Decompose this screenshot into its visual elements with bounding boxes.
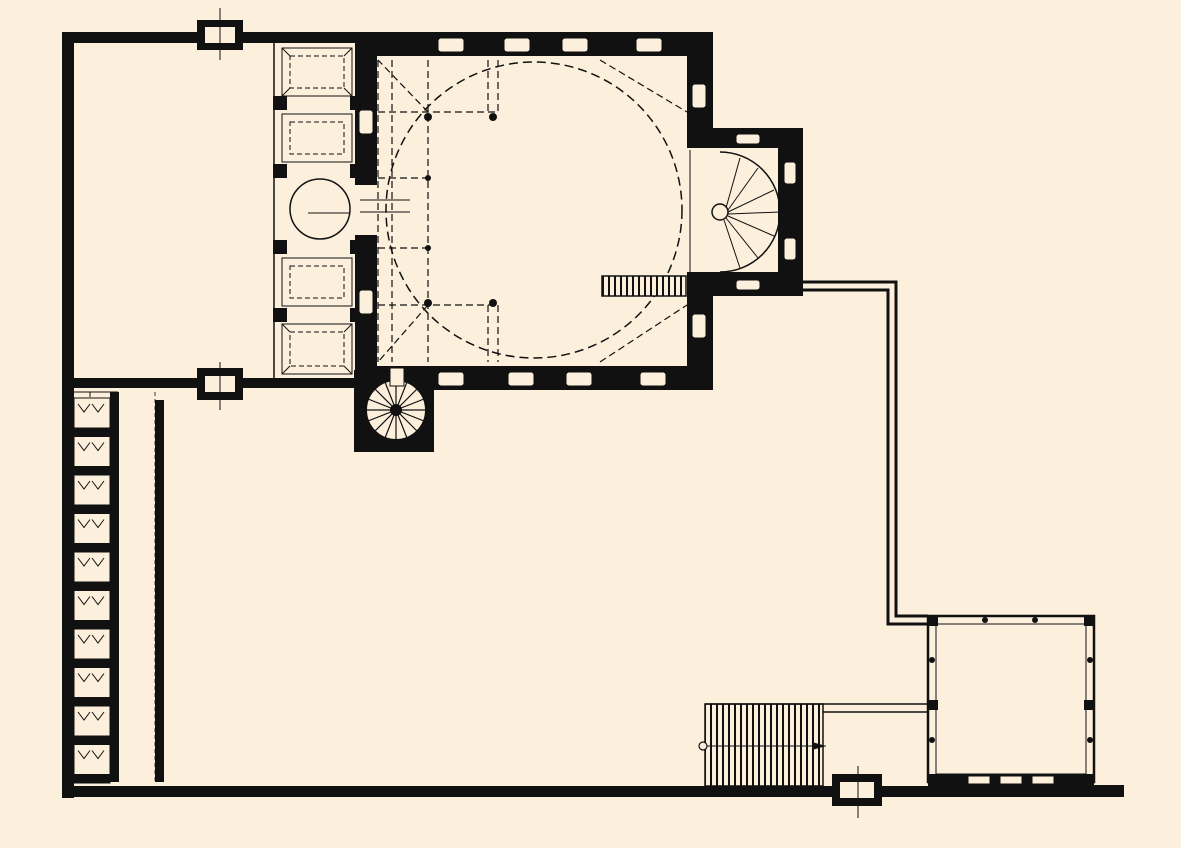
cell-divider-1 [73,427,111,437]
prayer-hall [355,32,713,390]
cell-vault-mark-9 [77,711,105,721]
east-annex [601,128,803,297]
cell-divider-5 [73,581,111,591]
cell-vault-mark-6 [77,596,105,606]
east-enclosure-wall [803,280,928,626]
cell-vault-mark-8 [77,673,105,683]
cell-vault-mark-2 [77,442,105,452]
cell-7 [73,628,111,660]
cell-9 [73,705,111,737]
cell-divider-9 [73,735,111,745]
cell-divider-3 [73,504,111,514]
cell-10 [73,744,111,775]
gate-pier-middle [197,362,243,410]
gate-pier-bottom [832,766,882,818]
south-stair [698,703,928,787]
minaret-stair [354,367,434,452]
cell-divider-7 [73,658,111,668]
cell-3 [73,474,111,506]
main-dome-outline [385,61,683,359]
cell-1 [73,397,111,429]
cell-divider-2 [73,466,111,476]
cell-2 [73,436,111,467]
cell-8 [73,667,111,698]
cell-4 [73,513,111,544]
cell-vault-mark-3 [77,480,105,490]
cell-5 [73,551,111,583]
cell-divider-8 [73,697,111,707]
cell-vault-mark-1 [77,403,105,413]
cell-vault-mark-10 [77,750,105,760]
cell-6 [73,590,111,621]
cell-divider-10 [73,774,111,784]
southeast-pavilion [926,614,1124,787]
cell-divider-6 [73,620,111,630]
gate-pier-top [197,8,243,60]
west-cell-range [73,391,164,784]
cell-vault-mark-4 [77,519,105,529]
cell-divider-4 [73,543,111,553]
cell-vault-mark-7 [77,634,105,644]
cell-vault-mark-5 [77,557,105,567]
